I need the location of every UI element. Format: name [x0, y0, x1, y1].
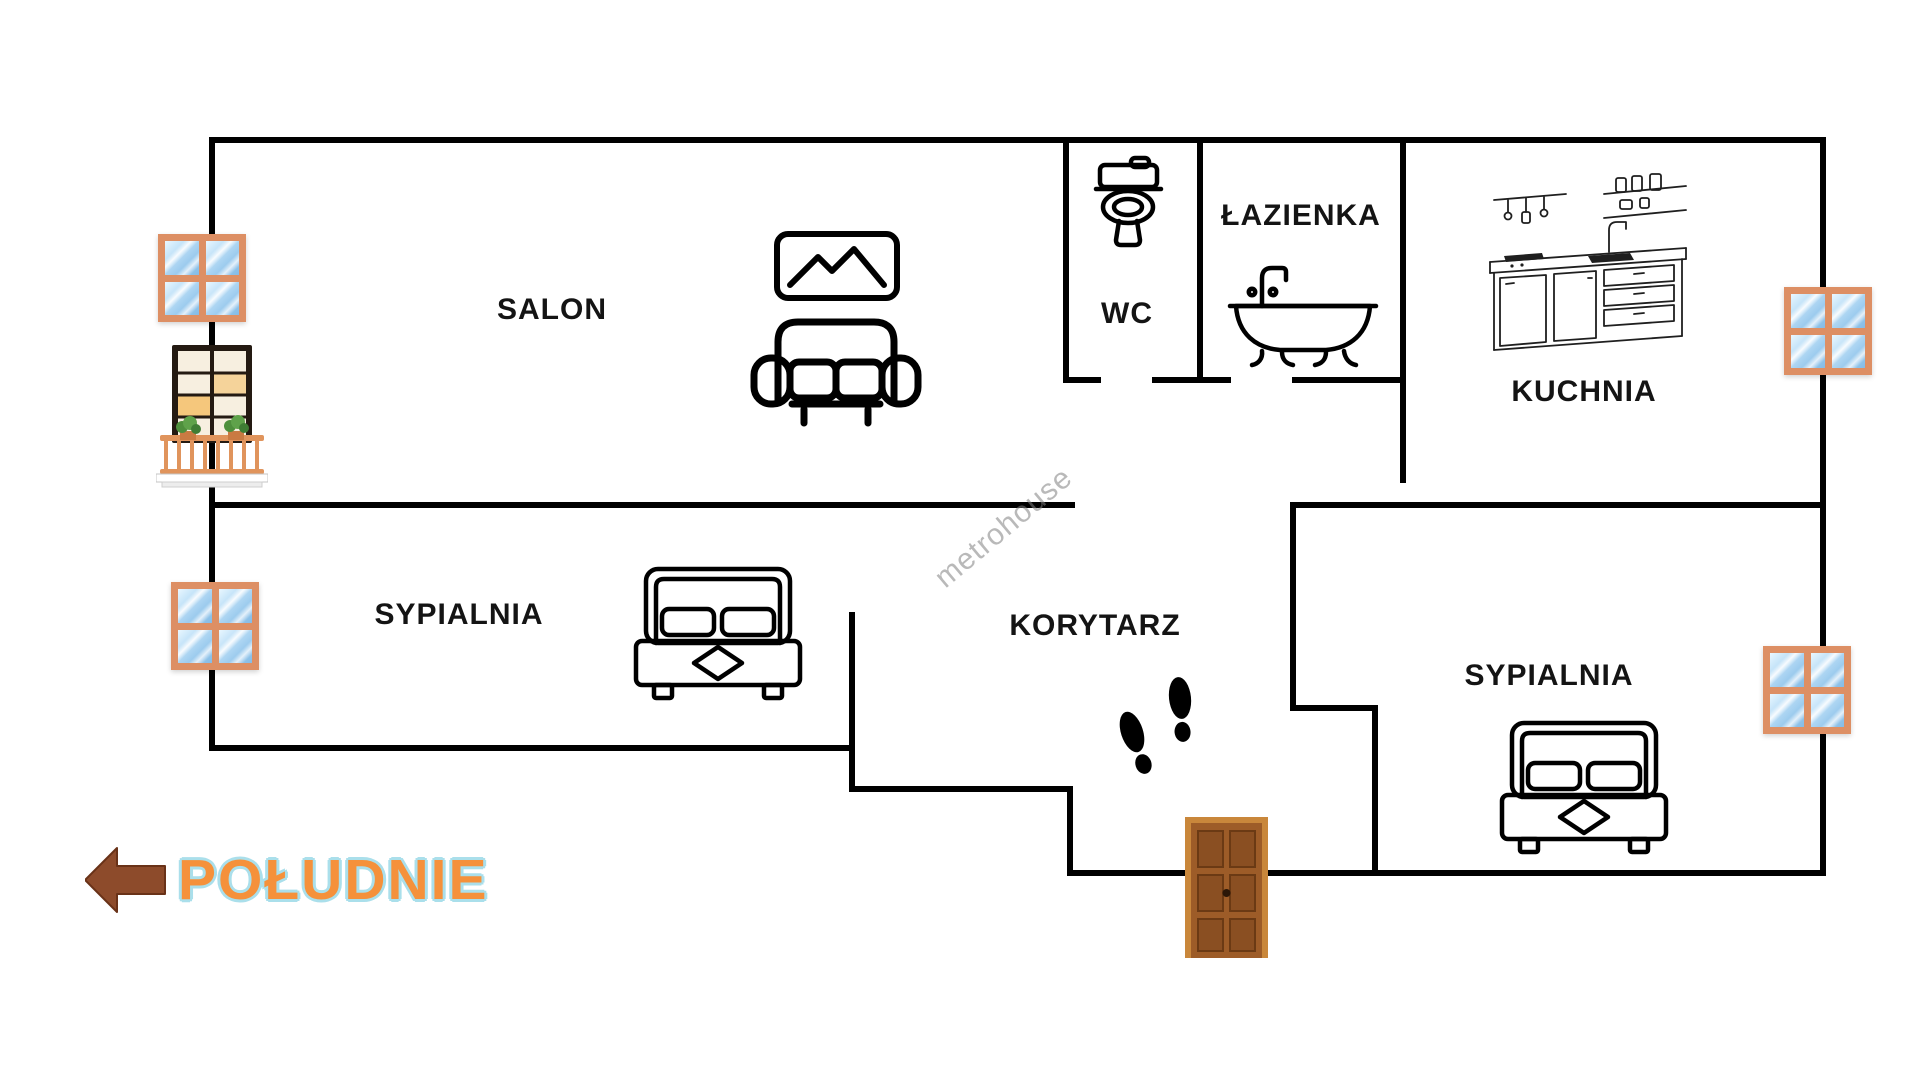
window-pane — [165, 241, 199, 275]
room-label-bathroom: ŁAZIENKA — [1221, 199, 1381, 232]
room-label-kitchen: KUCHNIA — [1511, 375, 1657, 408]
window-icon — [158, 234, 246, 322]
window-pane — [218, 629, 252, 663]
window-pane — [205, 281, 239, 315]
window-icon — [171, 582, 259, 670]
window-pane — [1810, 693, 1844, 727]
entrance-door-icon — [1185, 817, 1268, 958]
bed-icon — [1499, 720, 1669, 855]
room-label-bedroom-right: SYPIALNIA — [1464, 659, 1634, 692]
bathtub-icon — [1227, 265, 1379, 368]
arrow-left-icon — [85, 847, 166, 913]
room-label-salon: SALON — [497, 293, 607, 326]
window-pane — [165, 281, 199, 315]
window-pane — [1831, 334, 1865, 368]
window-icon — [1763, 646, 1851, 734]
window-pane — [1770, 693, 1804, 727]
window-pane — [1791, 334, 1825, 368]
kitchen-sketch-icon — [1489, 173, 1687, 351]
footprints-icon — [1119, 677, 1192, 774]
window-pane — [1770, 653, 1804, 687]
window-pane — [1810, 653, 1844, 687]
room-label-wc: WC — [1101, 297, 1153, 330]
window-pane — [1831, 294, 1865, 328]
window-pane — [218, 589, 252, 623]
picture-frame-icon — [774, 231, 900, 301]
room-label-bedroom-left: SYPIALNIA — [374, 598, 544, 631]
sofa-icon — [750, 318, 922, 427]
balcony-icon — [156, 345, 268, 488]
window-pane — [178, 629, 212, 663]
plant-icon — [176, 415, 249, 440]
window-pane — [1791, 294, 1825, 328]
window-icon — [1784, 287, 1872, 375]
window-pane — [178, 589, 212, 623]
window-pane — [205, 241, 239, 275]
bed-icon — [633, 566, 803, 701]
doorknob-icon — [1222, 889, 1231, 897]
room-label-corridor: KORYTARZ — [1009, 609, 1181, 642]
toilet-icon — [1093, 155, 1164, 248]
compass-south-label: POŁUDNIE — [178, 848, 489, 912]
